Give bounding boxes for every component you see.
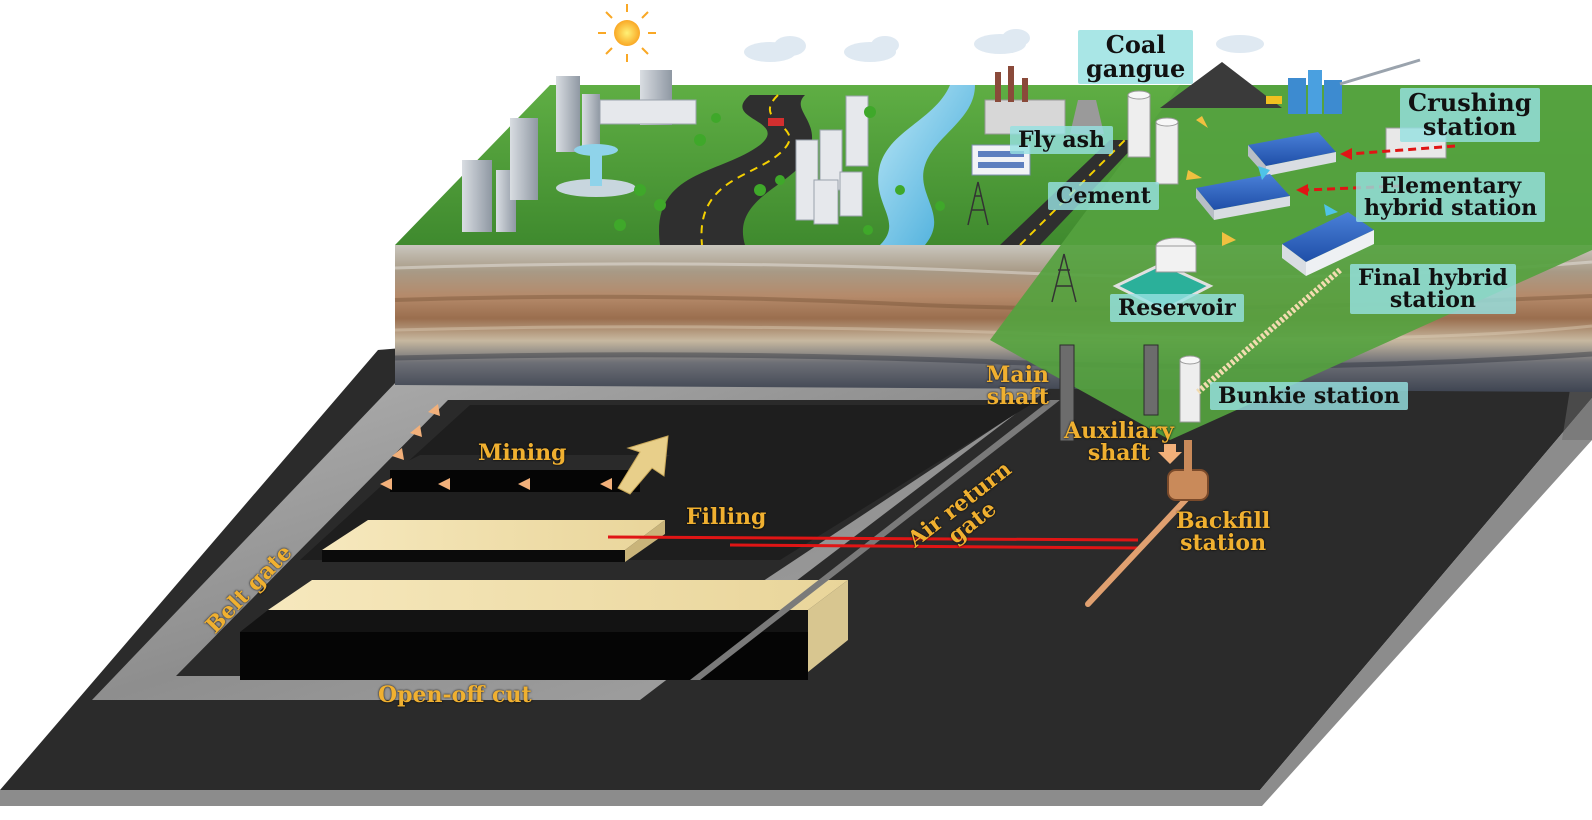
- power-pylon: [967, 181, 1077, 303]
- clouds: [744, 29, 1264, 62]
- coal-block-top: [240, 610, 808, 632]
- backfill-strip-lower-top: [268, 580, 848, 610]
- main-shaft-label: Main shaft: [986, 364, 1049, 408]
- elementary-hybrid-station-label-line-2: hybrid station: [1364, 195, 1538, 221]
- coal-gangue-label: Coal gangue: [1078, 30, 1194, 84]
- backfill-strip-upper-front: [322, 550, 625, 562]
- sun-icon: [598, 4, 656, 62]
- elementary-hybrid-station-label-line-1: Elementary: [1379, 173, 1522, 199]
- reservoir-facility: [1112, 237, 1214, 312]
- crushing-station-label-line-2: station: [1422, 112, 1517, 141]
- backfill-strip-lower-end: [808, 580, 848, 672]
- filling-pipe: [607, 535, 1139, 550]
- main-shaft-column: [1059, 344, 1075, 442]
- backfill-strip-upper-end: [625, 520, 665, 562]
- auxiliary-shaft-column: [1143, 344, 1159, 416]
- mining-face-front: [390, 470, 640, 492]
- material-flow-arrows: [1186, 116, 1236, 246]
- crushing-station-label-line-1: Crushing: [1408, 88, 1532, 117]
- truck: [1266, 96, 1282, 104]
- mining-label: Mining: [478, 440, 567, 466]
- fly-ash-silo: [1127, 90, 1151, 158]
- mining-direction-arrow: [617, 435, 669, 495]
- coal-gangue-label-line-1: Coal: [1105, 30, 1166, 59]
- backfill-strip-upper-top: [322, 520, 665, 550]
- mining-face-top: [390, 455, 670, 470]
- filling-label: Filling: [686, 504, 767, 530]
- bunkie-station-label: Bunkie station: [1210, 382, 1408, 410]
- final-hybrid-station-label-line-1: Final hybrid: [1358, 265, 1508, 291]
- main-shaft-label-line-2: shaft: [986, 384, 1049, 410]
- fly-ash-label: Fly ash: [1010, 126, 1114, 154]
- crushing-station-label: Crushing station: [1400, 88, 1540, 142]
- low-buildings: [599, 95, 869, 225]
- final-hybrid-station-building: [1282, 212, 1374, 276]
- fountain: [556, 144, 636, 197]
- final-hybrid-station-label-line-2: station: [1389, 287, 1476, 313]
- open-off-cut-label: Open-off cut: [378, 682, 532, 708]
- elementary-hybrid-station-building-2: [1196, 174, 1290, 220]
- backfill-station-label: Backfill station: [1176, 510, 1270, 554]
- mining-advance-arrows: [380, 404, 612, 490]
- backfill-station-label-line-2: station: [1180, 530, 1267, 556]
- backfill-pipe: [1085, 492, 1193, 607]
- coal-block-front: [240, 632, 808, 680]
- backfill-station-tank: [1167, 469, 1209, 501]
- auxiliary-shaft-arrow: [1158, 444, 1182, 464]
- auxiliary-shaft-label-line-1: Auxiliary: [1064, 418, 1174, 444]
- winding-road: [659, 95, 813, 245]
- cement-label: Cement: [1048, 182, 1159, 210]
- trees: [614, 106, 945, 235]
- truck: [768, 118, 784, 126]
- red-arrow-heads: [1296, 148, 1352, 196]
- elementary-hybrid-station-label: Elementary hybrid station: [1356, 172, 1546, 222]
- final-hybrid-station-label: Final hybrid station: [1350, 264, 1516, 314]
- reservoir-label: Reservoir: [1110, 294, 1244, 322]
- river: [878, 85, 975, 245]
- coal-gangue-pile: [1160, 62, 1282, 108]
- conveyor-pipe: [1196, 267, 1342, 395]
- main-shaft-label-line-1: Main: [986, 362, 1049, 388]
- blue-flow-arrows: [1258, 166, 1338, 216]
- road-centerline: [700, 94, 791, 246]
- cement-silo: [1155, 117, 1179, 185]
- backfill-station-label-line-1: Backfill: [1176, 508, 1271, 534]
- coal-gangue-label-line-2: gangue: [1086, 54, 1186, 83]
- auxiliary-shaft-label: Auxiliary shaft: [1064, 420, 1174, 464]
- city-towers: [462, 70, 672, 232]
- auxiliary-shaft-label-line-2: shaft: [1087, 440, 1151, 466]
- backfill-station-shaft: [1184, 440, 1192, 472]
